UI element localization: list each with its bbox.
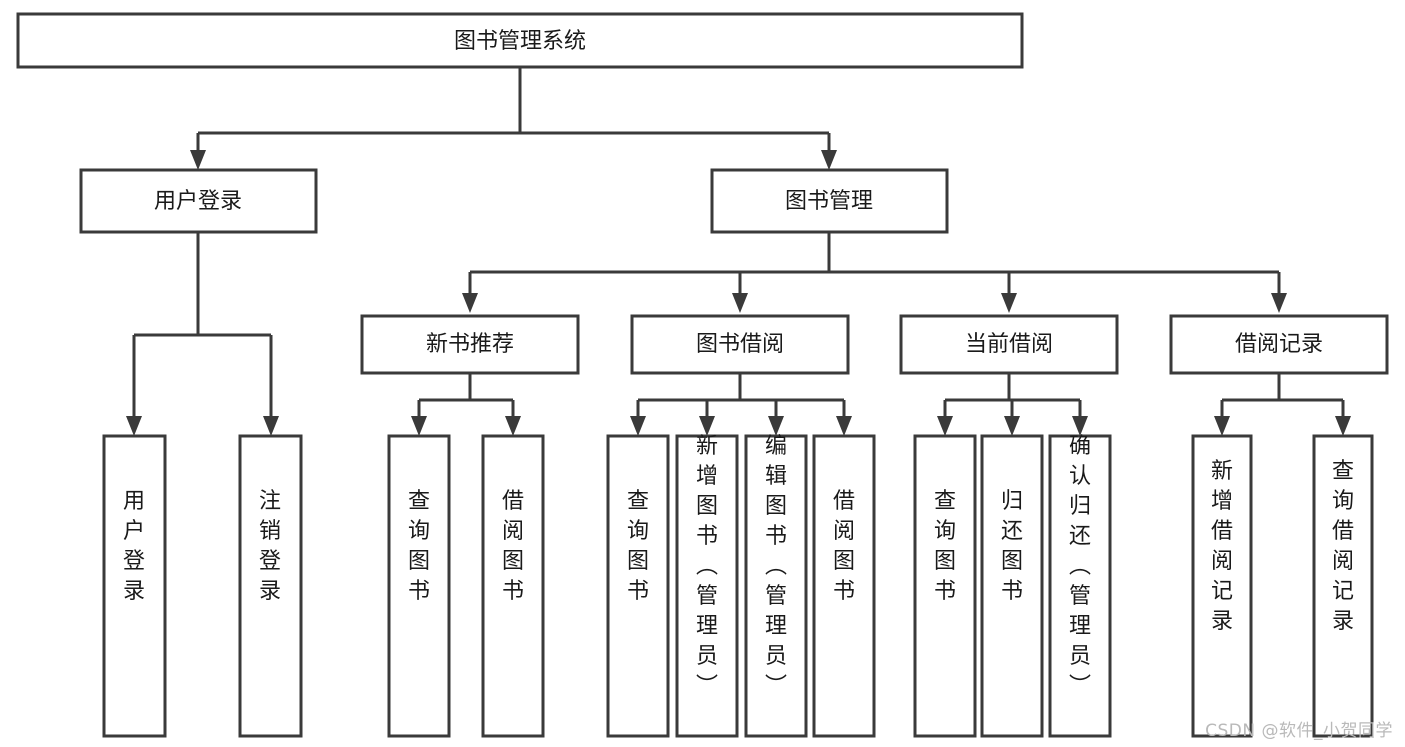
leaf-node[interactable]: 借阅图书 [481,434,545,738]
leaf-node[interactable]: 借阅图书 [812,434,876,738]
node-new-book-recommend[interactable]: 新书推荐 [360,314,580,375]
arrow-head-icon [411,416,427,436]
arrow-head-icon [190,150,206,170]
arrow-head-icon [768,416,784,436]
node-box-leaf-user-login [102,434,167,738]
arrow-head-icon [462,293,478,313]
leaf-node[interactable]: 确认归还︵管理员︶ [1048,434,1112,738]
leaf-node[interactable]: 编辑图书︵管理员︶ [744,434,808,738]
node-box-leaf-bw-borrow [812,434,876,738]
node-current-borrow[interactable]: 当前借阅 [899,314,1119,375]
node-root-system[interactable]: 图书管理系统 [16,12,1024,69]
arrow-head-icon [699,416,715,436]
arrow-head-icon [1001,293,1017,313]
node-label-current-borrow: 当前借阅 [965,332,1053,357]
node-label-leaf-cb-return: 归还图书 [1001,489,1023,604]
leaf-node[interactable]: 查询图书 [387,434,451,738]
arrow-head-icon [1271,293,1287,313]
node-borrow-record[interactable]: 借阅记录 [1169,314,1389,375]
node-box-leaf-bw-query [606,434,670,738]
node-box-book-borrow [630,314,850,375]
node-book-borrow[interactable]: 图书借阅 [630,314,850,375]
node-label-leaf-bw-query: 查询图书 [627,489,649,604]
arrow-head-icon [263,416,279,436]
node-label-leaf-nb-borrow: 借阅图书 [502,489,524,604]
node-label-leaf-bw-borrow: 借阅图书 [833,489,855,604]
node-box-leaf-bw-add [675,434,739,738]
leaf-node[interactable]: 新增图书︵管理员︶ [675,434,739,738]
node-box-user-login [79,168,318,234]
node-label-book-borrow: 图书借阅 [696,332,784,357]
watermark: CSDN @软件_小贺同学 [1205,721,1393,741]
connector-layer [126,67,1351,436]
node-label-leaf-user-login: 用户登录 [123,489,145,604]
leaf-node[interactable]: 查询图书 [913,434,977,738]
arrow-head-icon [821,150,837,170]
node-label-leaf-cb-query: 查询图书 [934,489,956,604]
node-box-leaf-nb-query [387,434,451,738]
arrow-head-icon [630,416,646,436]
arrow-head-icon [1335,416,1351,436]
arrow-head-icon [1072,416,1088,436]
node-label-root: 图书管理系统 [454,29,586,54]
node-box-leaf-bw-edit [744,434,808,738]
node-box-leaf-cb-return [980,434,1044,738]
node-user-login[interactable]: 用户登录 [79,168,318,234]
node-label-new-book-recommend: 新书推荐 [426,332,514,357]
node-box-leaf-cb-query [913,434,977,738]
node-box-borrow-record [1169,314,1389,375]
node-label-leaf-logout: 注销登录 [259,489,281,604]
arrow-head-icon [1214,416,1230,436]
node-label-leaf-br-add: 新增借阅记录 [1211,459,1233,634]
node-label-leaf-nb-query: 查询图书 [408,489,430,604]
node-box-root [16,12,1024,69]
node-label-borrow-record: 借阅记录 [1235,332,1323,357]
node-label-leaf-bw-edit: 编辑图书︵管理员︶ [765,434,787,699]
arrow-head-icon [732,293,748,313]
node-box-leaf-logout [238,434,303,738]
leaf-node[interactable]: 注销登录 [238,434,303,738]
node-box-new-book-recommend [360,314,580,375]
arrow-head-icon [836,416,852,436]
node-box-leaf-cb-confirm [1048,434,1112,738]
node-box-leaf-br-query [1312,434,1374,738]
node-label-leaf-cb-confirm: 确认归还︵管理员︶ [1069,434,1091,699]
node-box-current-borrow [899,314,1119,375]
node-label-book-management: 图书管理 [785,189,873,214]
node-book-management[interactable]: 图书管理 [710,168,949,234]
arrow-head-icon [1004,416,1020,436]
leaf-node[interactable]: 查询图书 [606,434,670,738]
node-box-leaf-nb-borrow [481,434,545,738]
arrow-head-icon [126,416,142,436]
leaf-node[interactable]: 查询借阅记录 [1312,434,1374,738]
leaf-node[interactable]: 用户登录 [102,434,167,738]
arrow-head-icon [505,416,521,436]
node-label-user-login: 用户登录 [154,189,242,214]
node-box-leaf-br-add [1191,434,1253,738]
leaf-node[interactable]: 新增借阅记录 [1191,434,1253,738]
arrow-head-icon [937,416,953,436]
node-label-leaf-bw-add: 新增图书︵管理员︶ [696,434,718,699]
leaf-node[interactable]: 归还图书 [980,434,1044,738]
node-box-book-management [710,168,949,234]
node-label-leaf-br-query: 查询借阅记录 [1332,459,1354,634]
